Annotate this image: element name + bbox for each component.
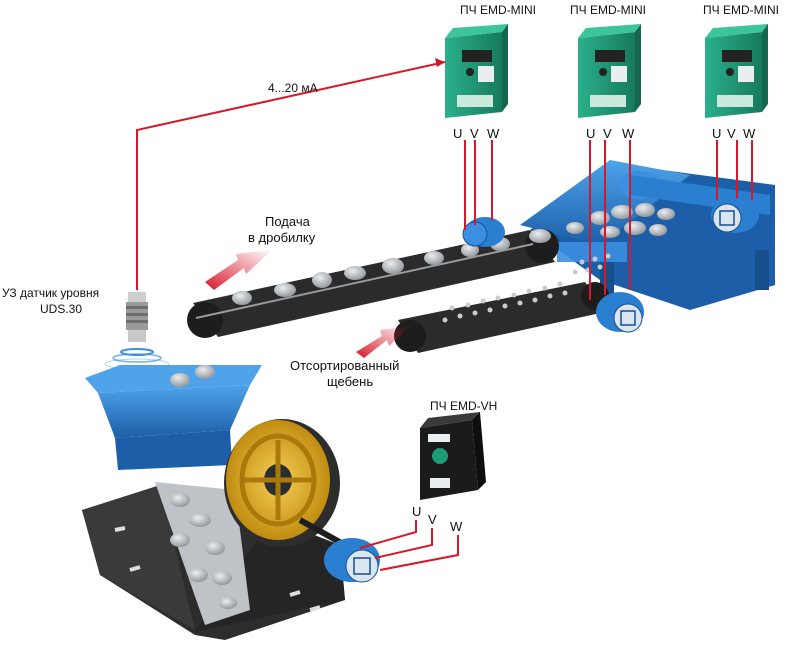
vfd-mini-3 <box>705 24 768 118</box>
vfd-mini-1-terminal-v: V <box>470 126 479 141</box>
hopper <box>85 365 262 470</box>
vfd-mini-1-terminal-w: W <box>487 126 500 141</box>
vfd-mini-2-title: ПЧ EMD-MINI <box>570 3 646 17</box>
power-wires-mini-1 <box>464 140 493 230</box>
jaw-crusher <box>82 482 345 640</box>
vfd-mini-2-terminal-u: U <box>586 126 595 141</box>
sorted-conveyor <box>394 282 609 353</box>
vfd-mini-3-title: ПЧ EMD-MINI <box>703 3 779 17</box>
feed-label-line2: в дробилку <box>248 230 316 245</box>
sorted-label-line1: Отсортированный <box>290 358 399 373</box>
signal-line <box>136 58 446 290</box>
power-wires-vh <box>359 520 459 571</box>
feed-stones <box>232 229 551 305</box>
feed-conveyor-motor <box>462 217 505 247</box>
crusher-motor <box>324 538 380 583</box>
sorted-label-line2: щебень <box>327 374 373 389</box>
vfd-mini-3-terminal-w: W <box>743 126 756 141</box>
power-wires-mini-2 <box>589 140 631 300</box>
sorted-gravel <box>442 253 611 323</box>
power-wires-mini-3 <box>716 140 753 200</box>
vfd-mini-2-terminal-w: W <box>622 126 635 141</box>
feed-label-line1: Подача <box>265 214 311 229</box>
sorted-conveyor-motor <box>596 292 644 333</box>
vfd-mini-3-terminal-v: V <box>727 126 736 141</box>
vfd-vh-terminal-v: V <box>428 512 437 527</box>
sensor-label-line2: UDS.30 <box>40 302 82 316</box>
vfd-mini-3-terminal-u: U <box>712 126 721 141</box>
vfd-mini-1 <box>445 24 508 118</box>
vfd-mini-1-terminal-u: U <box>453 126 462 141</box>
vfd-mini-1-title: ПЧ EMD-MINI <box>460 3 536 17</box>
ultrasonic-sensor <box>104 292 170 370</box>
feed-arrow <box>205 250 272 290</box>
sorted-arrow <box>356 326 410 358</box>
screen-motor <box>711 197 759 233</box>
vfd-vh-terminal-w: W <box>450 519 463 534</box>
signal-label: 4...20 мА <box>268 81 318 95</box>
vfd-vh <box>420 412 486 500</box>
belt-drive <box>298 517 347 548</box>
vfd-vh-title: ПЧ EMD-VH <box>430 399 497 413</box>
sensor-label-line1: УЗ датчик уровня <box>2 286 99 300</box>
vfd-mini-2 <box>578 24 641 118</box>
vfd-vh-terminal-u: U <box>412 504 421 519</box>
flywheel <box>224 419 340 547</box>
vfd-mini-2-terminal-v: V <box>603 126 612 141</box>
